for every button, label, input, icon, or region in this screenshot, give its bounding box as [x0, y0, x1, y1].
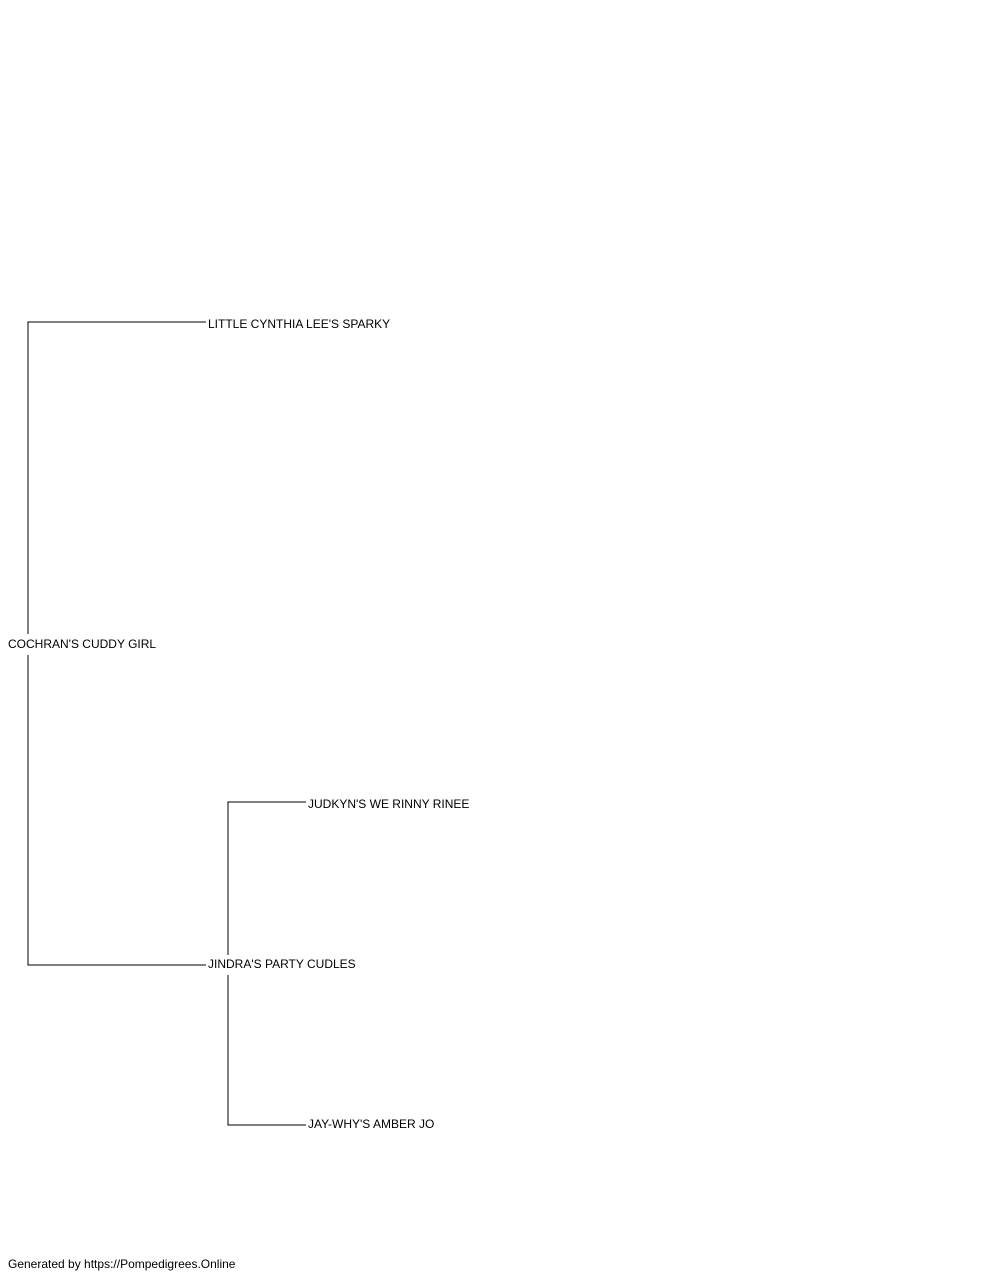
connector-subject-to-sire [27, 321, 206, 634]
dam-name: JINDRA'S PARTY CUDLES [207, 957, 357, 971]
connector-subject-to-dam [27, 655, 206, 966]
dam-sire-name: JUDKYN'S WE RINNY RINEE [307, 797, 471, 811]
generated-by-footer: Generated by https://Pompedigrees.Online [8, 1257, 236, 1271]
dam-dam-name: JAY-WHY'S AMBER JO [307, 1117, 436, 1131]
connector-dam-to-dam-dam [227, 975, 306, 1126]
connector-dam-to-dam-sire [227, 801, 306, 955]
sire-name: LITTLE CYNTHIA LEE'S SPARKY [207, 317, 392, 331]
subject-name: COCHRAN'S CUDDY GIRL [7, 637, 158, 651]
